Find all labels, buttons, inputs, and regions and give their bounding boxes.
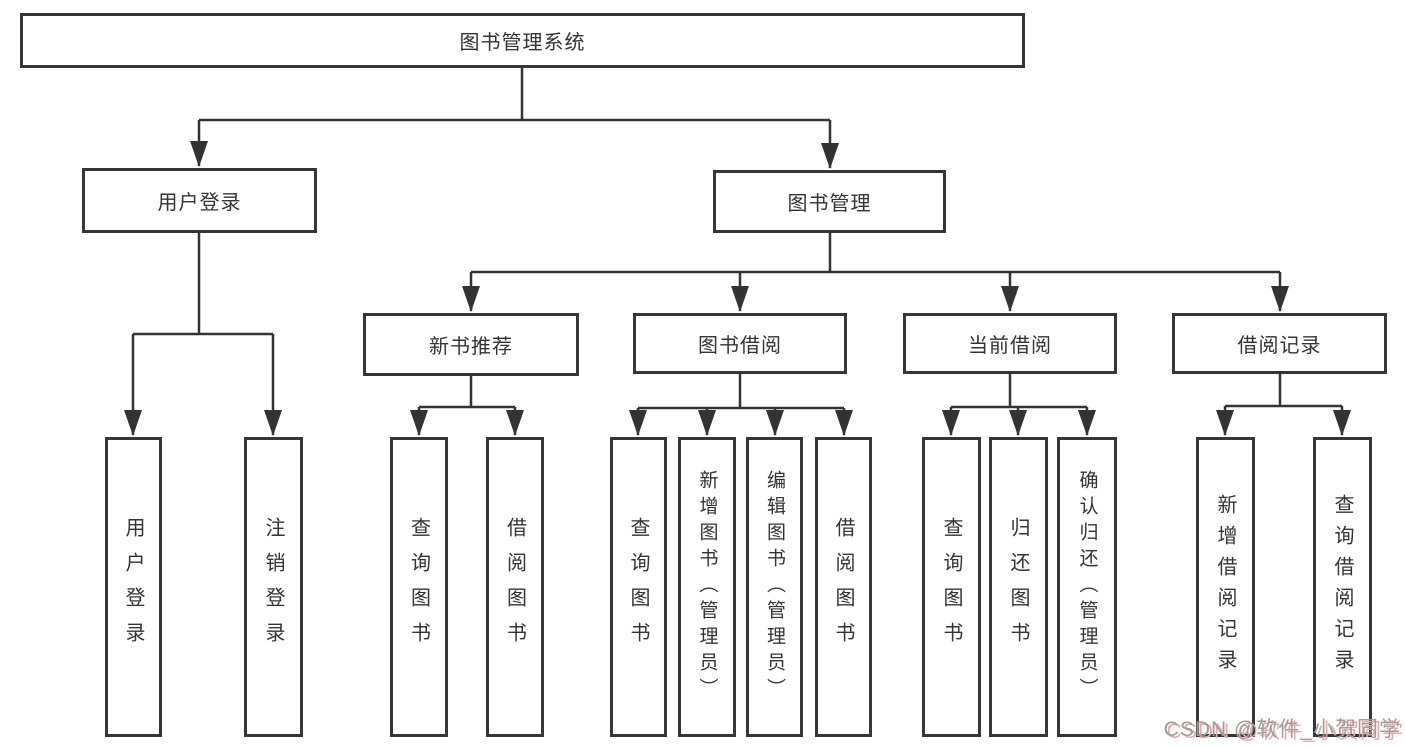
leaf-edit-books-admin: 编辑图书（管理员） [746, 437, 803, 737]
node-new-book-recommend: 新书推荐 [363, 313, 579, 376]
trunk-lines [133, 68, 1342, 410]
node-book-management: 图书管理 [713, 170, 946, 233]
leaf-logout: 注销登录 [244, 437, 303, 737]
leaf-add-borrow-record: 新增借阅记录 [1196, 437, 1255, 737]
node-user-login: 用户登录 [82, 168, 317, 233]
leaf-borrow-books-recommend: 借阅图书 [486, 437, 544, 737]
leaf-query-books-borrowing: 查询图书 [610, 437, 667, 737]
leaf-add-books-admin: 新增图书（管理员） [678, 437, 736, 737]
leaf-query-books-recommend: 查询图书 [390, 437, 448, 737]
csdn-watermark: CSDN @软件_小贺同学 [1163, 718, 1401, 741]
node-book-borrowing: 图书借阅 [633, 313, 847, 374]
leaf-confirm-return-admin: 确认归还（管理员） [1057, 437, 1117, 737]
node-current-borrowing: 当前借阅 [903, 313, 1117, 374]
leaf-user-login: 用户登录 [105, 437, 162, 737]
arrow-lines [124, 120, 1351, 436]
node-root-system: 图书管理系统 [20, 13, 1025, 68]
leaf-query-borrow-record: 查询借阅记录 [1313, 437, 1372, 737]
leaf-borrow-books-borrowing: 借阅图书 [815, 437, 872, 737]
node-borrow-records: 借阅记录 [1172, 313, 1387, 374]
leaf-query-books-current: 查询图书 [922, 437, 981, 737]
leaf-return-books: 归还图书 [989, 437, 1048, 737]
